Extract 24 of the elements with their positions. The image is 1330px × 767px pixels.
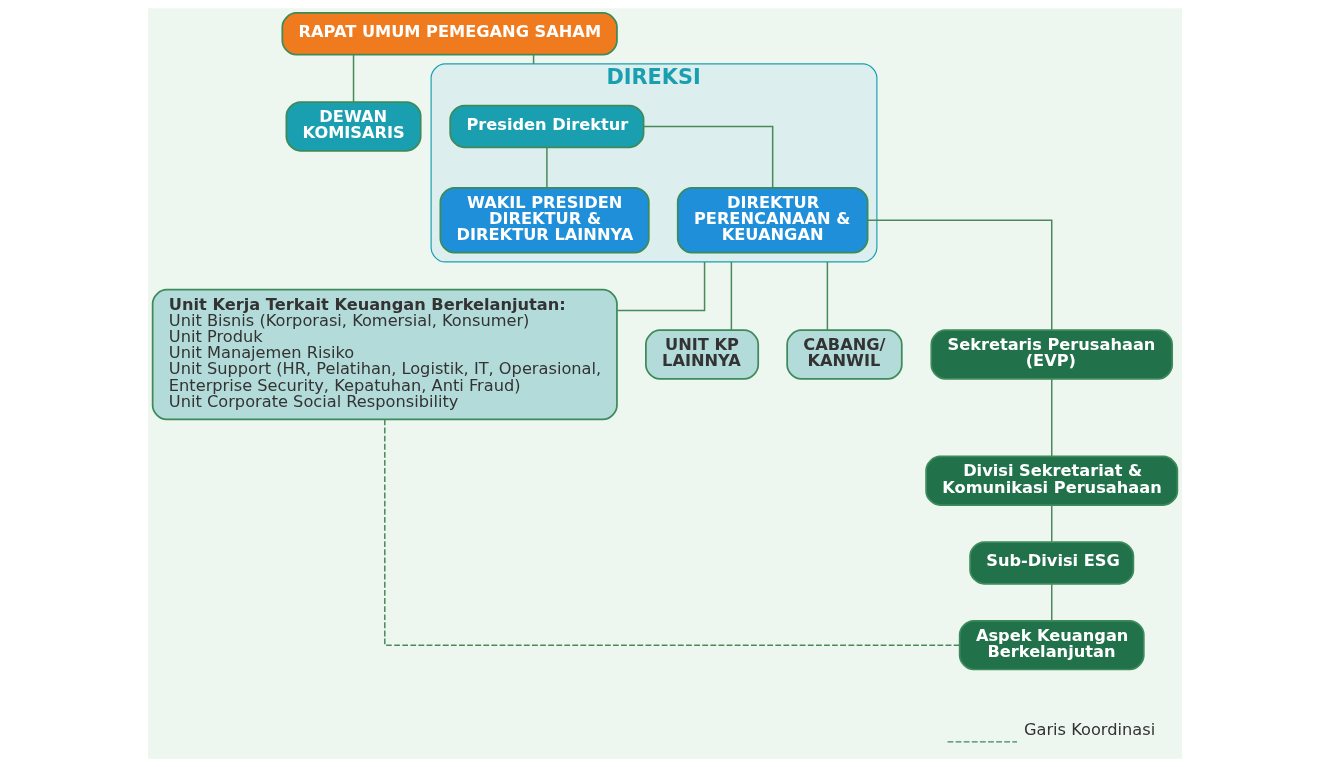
node-box: RAPAT UMUM PEMEGANG SAHAM [281,12,618,56]
connector [826,261,829,331]
node-box: WAKIL PRESIDEN DIREKTUR & DIREKTUR LAINNYA [439,186,650,254]
node-box: Divisi Sekretariat & Komunikasi Perusahaan [925,455,1179,506]
connector [1051,378,1053,457]
connector [730,261,733,331]
connector [642,125,774,189]
connector [867,219,1053,331]
node-box: Presiden Direktur [449,104,645,149]
node-box: CABANG/ KANWIL [786,329,903,380]
legend-label: Garis Koordinasi [1023,720,1156,740]
connector [352,54,355,103]
connector [1051,504,1053,543]
node-box: Sub-Divisi ESG [969,541,1135,585]
node-box: Aspek Keuangan Berkelanjutan [958,620,1145,671]
node-box: UNIT KP LAINNYA [645,329,760,380]
connector [384,418,961,646]
node-box: DIREKTUR PERENCANAAN & KEUANGAN [676,186,869,254]
connector [616,261,706,312]
node-box: DEWAN KOMISARIS [285,101,422,152]
connector [1051,583,1053,622]
connector [546,146,548,189]
node-box: Unit Kerja Terkait Keuangan Berkelanjutan: Unit Bisnis (Korporasi, Komersial, Konsumer) Unit Produk Unit Manajemen Risiko Unit Support (HR, Pelatihan, Logistik, IT, Operasional, Enterprise Security, Kepatuhan, Anti Fraud) Unit Corporate Social Responsibility [151,288,618,421]
node-box: Sekretaris Perusahaan (EVP) [930,329,1174,380]
